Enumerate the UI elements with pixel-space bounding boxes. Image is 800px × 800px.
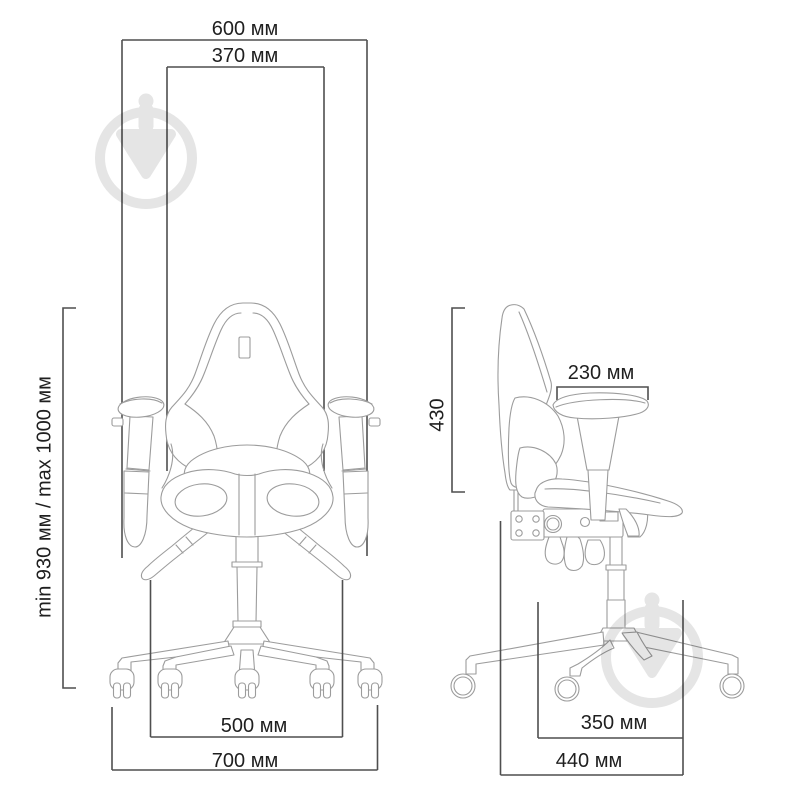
caster-icon bbox=[157, 668, 183, 699]
dim-500-label: 500 мм bbox=[221, 715, 287, 737]
dim-700-bracket bbox=[111, 705, 379, 771]
dim-430-label: 430 bbox=[426, 398, 448, 431]
dim-370-label: 370 мм bbox=[212, 45, 278, 67]
front-gas-lift bbox=[220, 521, 274, 645]
dim-440-label: 440 мм bbox=[556, 750, 622, 772]
caster-icon bbox=[309, 668, 335, 699]
watermark-trowel-icon bbox=[601, 592, 703, 708]
front-base-legs bbox=[117, 640, 375, 677]
adjust-lever bbox=[584, 539, 605, 566]
side-armrest bbox=[552, 392, 649, 521]
caster-icon bbox=[450, 673, 476, 699]
caster-icon bbox=[357, 668, 383, 699]
dim-350-label: 350 мм bbox=[581, 712, 647, 734]
caster-icon bbox=[109, 668, 135, 699]
front-seat bbox=[160, 469, 334, 538]
front-armrest-right bbox=[327, 396, 381, 548]
side-seat bbox=[534, 478, 683, 537]
dim-height-label: min 930 мм / max 1000 мм bbox=[33, 376, 55, 618]
front-view bbox=[62, 39, 383, 771]
adjust-lever bbox=[544, 536, 565, 565]
dim-600-bracket bbox=[121, 39, 368, 558]
caster-icon bbox=[234, 668, 260, 699]
watermark-trowel-icon bbox=[95, 93, 197, 209]
dim-230-bracket bbox=[556, 386, 649, 400]
dim-440-bracket bbox=[499, 521, 683, 776]
dim-500-bracket bbox=[149, 580, 344, 738]
front-casters bbox=[109, 668, 383, 699]
caster-icon bbox=[719, 673, 745, 699]
backrest-slot bbox=[238, 336, 251, 359]
dimension-labels: 600 мм 370 мм 500 мм 700 мм min 930 мм /… bbox=[33, 18, 647, 772]
adjust-lever bbox=[563, 536, 585, 572]
dim-height-bracket bbox=[62, 307, 76, 689]
caster-icon bbox=[554, 676, 580, 702]
dim-600-label: 600 мм bbox=[212, 18, 278, 40]
dim-230-label: 230 мм bbox=[568, 362, 634, 384]
dim-700-label: 700 мм bbox=[212, 750, 278, 772]
dim-430-bracket bbox=[451, 307, 465, 493]
front-armrest-left bbox=[111, 396, 165, 548]
